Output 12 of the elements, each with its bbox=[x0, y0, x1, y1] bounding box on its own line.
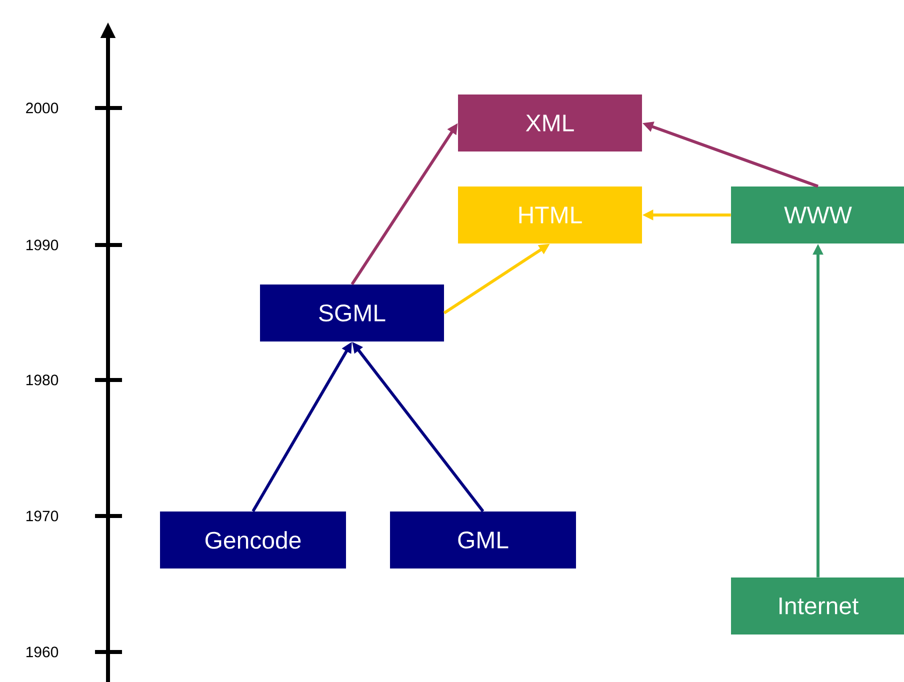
label-box: XML bbox=[458, 94, 642, 152]
label-box: HTML bbox=[458, 186, 642, 244]
year-label: 1990 bbox=[26, 240, 58, 250]
year-label: 1980 bbox=[26, 374, 58, 386]
year-label: 2000 bbox=[26, 102, 58, 114]
label-box: SGML bbox=[260, 284, 444, 342]
year-label: 1970 bbox=[26, 510, 58, 522]
label-box: Internet bbox=[731, 577, 904, 634]
label-box: GML bbox=[390, 511, 576, 568]
label-box: WWW bbox=[731, 186, 904, 244]
year-label: 1960 bbox=[26, 646, 58, 658]
label-box: Gencode bbox=[160, 511, 346, 568]
